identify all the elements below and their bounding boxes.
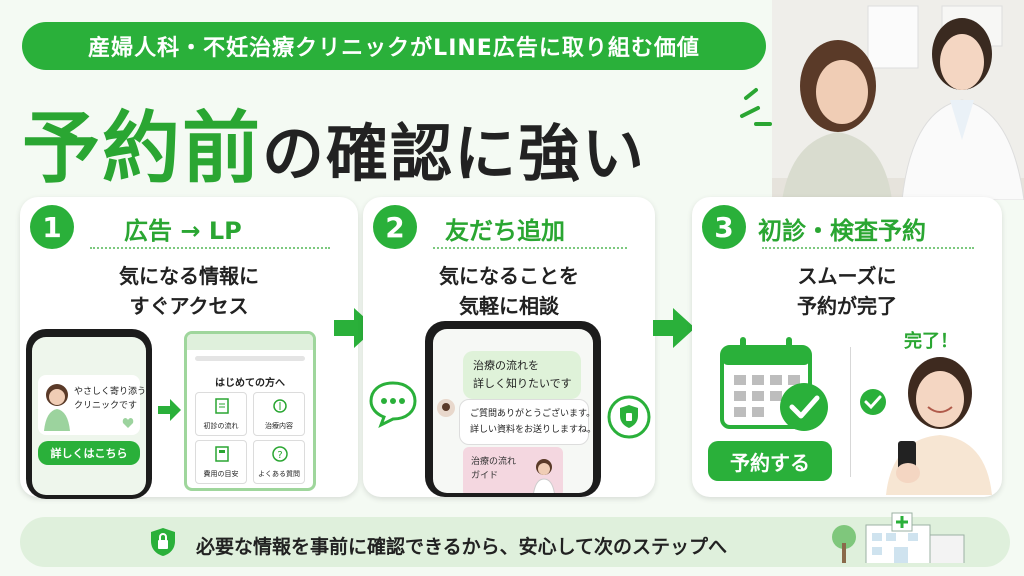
consultation-photo [772,0,1024,200]
step-number: 1 [30,205,74,249]
chat-bubble-icon [369,381,417,429]
heart-icon [122,418,134,428]
step-subtitle-line: すぐアクセス [129,294,249,318]
step-number: 2 [373,205,417,249]
clinic-message: ご質問ありがとうございます。 詳しい資料をお送りしますね。 [459,399,593,445]
guide-document[interactable]: 治療の流れ ガイド [463,447,563,493]
phone: やさしく寄り添う クリニックです 詳しくはこちら [26,329,152,499]
ad-text: やさしく寄り添う クリニックです [74,387,146,411]
calculator-icon [215,446,229,462]
consultation-illustration [772,0,1024,200]
step-title: 初診・検査予約 [758,217,926,245]
step-subtitle-line: 予約が完了 [797,294,897,318]
lp-tile-label: 費用の目安 [203,470,239,478]
phone: 治療の流れを 詳しく知りたいです ご質問ありがとうございます。 詳しい資料をお送… [425,321,601,497]
divider [433,247,627,249]
clinic-building-icon [832,512,965,563]
step-subtitle: スムーズに 予約が完了 [692,261,1002,321]
shield-lock-icon [151,528,175,556]
step-subtitle-line: 気になる情報に [119,264,259,288]
headline-rest: の確認に強い [262,117,647,190]
woman-icon [44,384,70,431]
lp-bar [195,356,305,361]
lp-header [187,334,313,350]
divider-vertical [850,347,851,477]
sparkle-icon [740,88,772,126]
doctor-icon [533,459,555,493]
footer-text: 必要な情報を事前に確認できるから、安心して次のステップへ [196,536,728,558]
lp-tile[interactable]: 治療内容 [253,392,305,436]
lp-tile[interactable]: ? よくある質問 [253,440,305,484]
arrow-right-icon [158,399,181,421]
step-subtitle-line: 気軽に相談 [459,294,559,318]
step-number: 3 [702,205,746,249]
step-subtitle: 気になる情報に すぐアクセス [20,261,358,321]
divider [90,247,330,249]
step-subtitle-line: 気になることを [439,264,579,288]
step-subtitle: 気になることを 気軽に相談 [363,261,655,321]
headline: 予約前 の確認に強い [22,86,646,194]
user-message: 治療の流れを 詳しく知りたいです [463,351,581,399]
step-card-2: 2 友だち追加 気になることを 気軽に相談 治療の流れを 詳しく知りたいです ご… [363,197,655,497]
landing-page: はじめての方へ 初診の流れ 治療内容 費用の目安 ? よくある質問 [184,331,316,491]
header-banner: 産婦人科・不妊治療クリニックがLINE広告に取り組む価値 [22,22,766,70]
check-circle-icon [860,389,886,415]
shield-icon [607,395,651,439]
phone-screen: やさしく寄り添う クリニックです 詳しくはこちら [32,337,146,495]
ad-card: やさしく寄り添う クリニックです [38,375,146,435]
arrow-right-icon [334,308,376,348]
step-card-1: 1 広告 → LP 気になる情報に すぐアクセス やさしく寄り添う クリニックで… [20,197,358,499]
divider [762,247,974,249]
chat-screen: 治療の流れを 詳しく知りたいです ご質問ありがとうございます。 詳しい資料をお送… [433,329,593,493]
lp-tile[interactable]: 費用の目安 [195,440,247,484]
lp-tile-label: 初診の流れ [203,422,239,430]
lp-tile-label: よくある質問 [258,470,300,478]
clinic-avatar-icon [437,399,455,417]
lp-tile[interactable]: 初診の流れ [195,392,247,436]
document-icon [215,398,229,414]
footer-banner: 必要な情報を事前に確認できるから、安心して次のステップへ [20,512,1010,567]
question-icon: ? [272,446,288,462]
learn-more-button[interactable]: 詳しくはこちら [38,441,140,465]
step-subtitle-line: スムーズに [797,264,897,288]
calendar-icon [720,337,828,431]
step-card-3: 3 初診・検査予約 スムーズに 予約が完了 予約する 完了！ [692,197,1002,497]
reserve-button[interactable]: 予約する [708,441,832,481]
guide-title: 治療の流れ ガイド [471,457,517,481]
done-label: 完了！ [904,331,958,352]
step-title: 友だち追加 [445,217,565,245]
headline-emphasis: 予約前 [22,104,263,194]
svg-text:?: ? [277,450,282,461]
lp-heading: はじめての方へ [215,378,285,389]
step-title: 広告 → LP [124,217,242,245]
arrow-right-icon [653,308,695,348]
woman-with-phone-illustration [886,357,992,495]
lp-tile-label: 治療内容 [265,422,293,430]
treatment-icon [273,399,287,413]
